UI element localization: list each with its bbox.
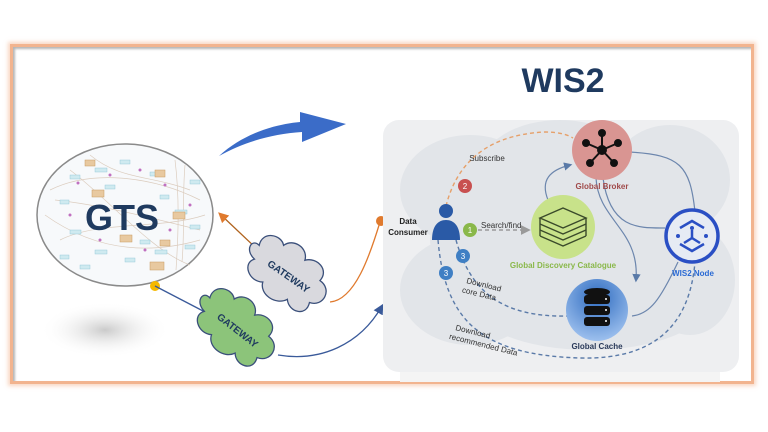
- broker-to-wis2-node-line: [629, 151, 696, 213]
- broker-network-icon: [582, 129, 622, 167]
- wis2-node-icon: [679, 219, 705, 253]
- user-icon: [432, 204, 460, 240]
- catalogue-to-broker-line: [544, 162, 573, 201]
- search-label: Search/find: [481, 221, 521, 230]
- wis2-node: WIS2 Node: [664, 208, 720, 278]
- broker-to-wis2-node-line-2: [602, 177, 666, 229]
- broker-to-cache-line: [595, 177, 641, 283]
- svg-text:2: 2: [463, 182, 468, 191]
- books-icon: [538, 207, 588, 247]
- data-consumer-label-line2: Consumer: [388, 228, 428, 237]
- data-consumer: Data Consumer: [388, 204, 460, 240]
- subscribe-label: Subscribe: [469, 154, 505, 163]
- step-badge-download-core: 3: [456, 249, 470, 263]
- gts-label: GTS: [85, 197, 159, 238]
- step-badge-search: 1: [463, 223, 477, 237]
- global-discovery-catalogue-label: Global Discovery Catalogue: [510, 261, 617, 270]
- wis2-node-to-cache-line: [631, 261, 679, 317]
- global-cache-label: Global Cache: [571, 342, 623, 351]
- step-badge-subscribe: 2: [458, 179, 472, 193]
- blue-link-from-gts: [154, 285, 206, 313]
- step-badge-download-recommended: 3: [439, 266, 453, 280]
- wis2-panel-reflection: [400, 372, 720, 382]
- svg-text:3: 3: [444, 269, 449, 278]
- gateway-cloud-grey: GATEWAY: [247, 234, 327, 313]
- gts-shadow: [40, 302, 170, 358]
- wis2-node-label: WIS2 Node: [672, 269, 714, 278]
- database-icon: [584, 288, 610, 326]
- global-discovery-catalogue: Global Discovery Catalogue: [510, 195, 617, 270]
- transition-arrow-icon: [219, 112, 346, 156]
- data-consumer-label-line1: Data: [399, 217, 417, 226]
- global-broker-label: Global Broker: [576, 182, 629, 191]
- download-recommended-path: [437, 239, 696, 359]
- global-broker: Global Broker: [572, 120, 632, 191]
- global-cache: Global Cache: [566, 279, 628, 351]
- svg-text:1: 1: [468, 226, 473, 235]
- svg-text:3: 3: [461, 252, 466, 261]
- gts-network-map: GTS: [36, 143, 214, 287]
- gateway-cloud-green: GATEWAY: [196, 288, 275, 367]
- subscribe-path: [445, 131, 574, 207]
- blue-link-to-wis2: [277, 303, 384, 358]
- orange-link: [329, 221, 381, 303]
- wis2-title: WIS2: [521, 62, 604, 100]
